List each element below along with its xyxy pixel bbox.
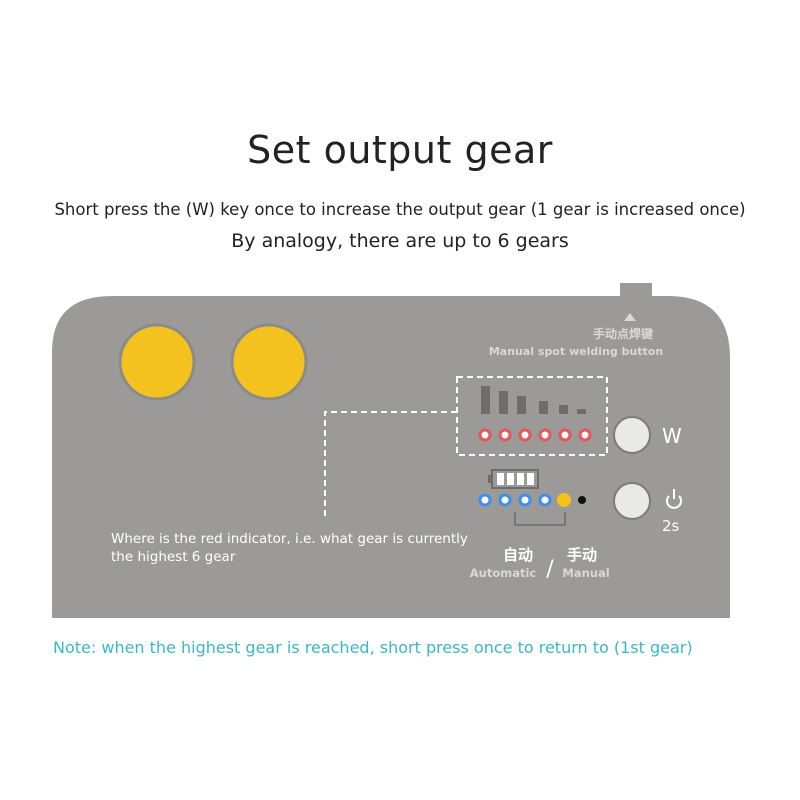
electrode-terminal-left — [118, 323, 196, 401]
power-icon — [666, 489, 682, 509]
electrode-terminal-right — [230, 323, 308, 401]
mode-separator: / — [546, 557, 554, 582]
instruction-line-1: Short press the (W) key once to increase… — [54, 200, 746, 219]
mode-manual-label-cn: 手动 — [567, 546, 597, 564]
gear-bar-3 — [517, 396, 526, 414]
gear-led-5 — [558, 428, 572, 442]
gear-bar-4 — [539, 401, 548, 414]
w-key-label: W — [662, 424, 682, 448]
power-button[interactable] — [613, 482, 651, 520]
battery-led-1 — [478, 493, 492, 507]
battery-led-row — [478, 493, 552, 507]
manual-button-label-en: Manual spot welding button — [489, 345, 663, 358]
gear-bar-2 — [499, 391, 508, 414]
note-text: Note: when the highest gear is reached, … — [53, 638, 693, 657]
gear-led-1 — [478, 428, 492, 442]
w-key-button[interactable] — [613, 416, 651, 454]
mode-manual-label-en: Manual — [562, 566, 609, 580]
gear-level-bars — [481, 386, 586, 414]
instruction-line-2: By analogy, there are up to 6 gears — [231, 230, 569, 252]
manual-button-label-cn: 手动点焊键 — [593, 326, 653, 341]
gear-led-3 — [518, 428, 532, 442]
gear-led-6 — [578, 428, 592, 442]
gear-led-2 — [498, 428, 512, 442]
gear-indicator-highlight — [456, 376, 608, 456]
gear-bar-5 — [559, 405, 568, 414]
manual-button-tab[interactable] — [620, 283, 652, 297]
page-title: Set output gear — [247, 128, 553, 172]
battery-led-4 — [538, 493, 552, 507]
automatic-mode-led — [557, 493, 571, 507]
manual-mode-led — [578, 496, 586, 504]
mode-bracket — [514, 512, 566, 526]
battery-led-2 — [498, 493, 512, 507]
battery-led-3 — [518, 493, 532, 507]
gear-led-4 — [538, 428, 552, 442]
power-hold-label: 2s — [662, 517, 680, 535]
gear-bar-1 — [481, 386, 490, 414]
mode-auto-label-cn: 自动 — [503, 546, 533, 564]
gear-bar-6 — [577, 409, 586, 414]
gear-led-row — [478, 428, 592, 442]
callout-text-line-2: the highest 6 gear — [111, 549, 236, 565]
mode-auto-label-en: Automatic — [470, 566, 537, 580]
callout-text-line-1: Where is the red indicator, i.e. what ge… — [111, 531, 468, 547]
battery-icon — [488, 469, 539, 489]
arrow-up-icon — [624, 313, 636, 321]
callout-leader-line — [324, 411, 457, 520]
